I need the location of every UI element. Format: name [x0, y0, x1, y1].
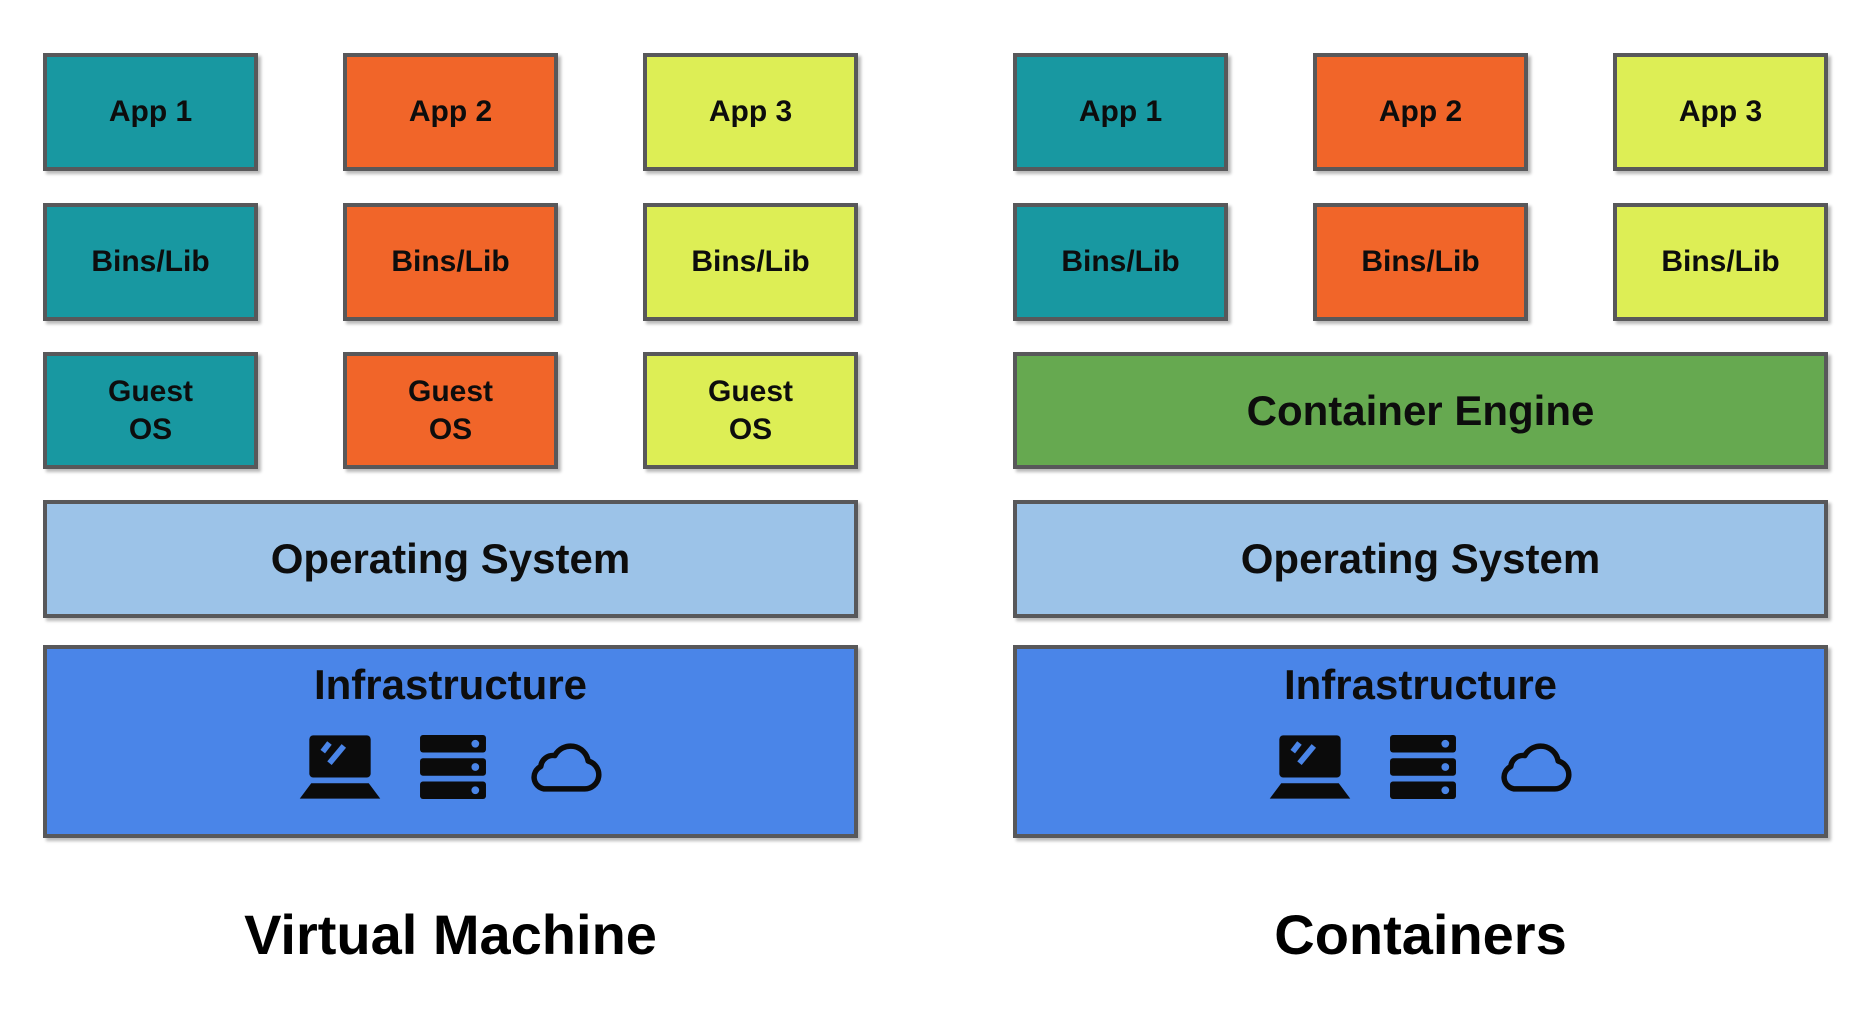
vm-binslib3-box: Bins/Lib [643, 203, 858, 321]
ct-binslib3-box: Bins/Lib [1613, 203, 1828, 321]
vm-app1-label: App 1 [108, 95, 193, 128]
laptop-icon [1269, 735, 1350, 799]
vm-infrastructure-icons [294, 735, 608, 799]
vm-binslib2-box: Bins/Lib [343, 203, 558, 321]
ct-binslib2-box: Bins/Lib [1313, 203, 1528, 321]
containers-stack: App 1 App 2 App 3 Bins/Lib Bins/Lib Bins… [1013, 0, 1828, 1009]
vm-guestos2-box: Guest OS [343, 352, 558, 469]
laptop-icon [299, 735, 380, 799]
vm-binslib1-box: Bins/Lib [43, 203, 258, 321]
virtual-machine-title: Virtual Machine [244, 903, 657, 966]
containers-title: Containers [1274, 903, 1567, 966]
cloud-icon [1500, 743, 1571, 792]
vm-infrastructure-label: Infrastructure [313, 661, 588, 708]
vm-guestos3-box: Guest OS [643, 352, 858, 469]
vm-operating-system-label: Operating System [270, 535, 631, 582]
vm-app1-box: App 1 [43, 53, 258, 171]
vm-binslib3-label: Bins/Lib [691, 245, 810, 278]
vm-operating-system-box: Operating System [43, 500, 858, 618]
cloud-icon [530, 743, 601, 792]
ct-app2-label: App 2 [1378, 95, 1463, 128]
vm-binslib2-label: Bins/Lib [391, 245, 510, 278]
ct-app2-box: App 2 [1313, 53, 1528, 171]
ct-infrastructure-icons [1264, 735, 1578, 799]
vm-guestos3-label: Guest OS [707, 375, 794, 446]
vm-binslib1-label: Bins/Lib [91, 245, 210, 278]
ct-app3-box: App 3 [1613, 53, 1828, 171]
vm-app2-label: App 2 [408, 95, 493, 128]
ct-binslib1-label: Bins/Lib [1061, 245, 1180, 278]
ct-infrastructure-box: Infrastructure [1013, 645, 1828, 838]
vm-app2-box: App 2 [343, 53, 558, 171]
ct-app3-label: App 3 [1678, 95, 1763, 128]
virtual-machine-stack: App 1 App 2 App 3 Bins/Lib Bins/Lib Bins… [43, 0, 858, 1009]
server-rack-icon [419, 735, 486, 799]
ct-binslib2-label: Bins/Lib [1361, 245, 1480, 278]
ct-binslib1-box: Bins/Lib [1013, 203, 1228, 321]
vm-guestos2-label: Guest OS [407, 375, 494, 446]
ct-app1-label: App 1 [1078, 95, 1163, 128]
ct-app1-box: App 1 [1013, 53, 1228, 171]
ct-operating-system-label: Operating System [1240, 535, 1601, 582]
vm-infrastructure-box: Infrastructure [43, 645, 858, 838]
ct-binslib3-label: Bins/Lib [1661, 245, 1780, 278]
vm-guestos1-label: Guest OS [107, 375, 194, 446]
vm-app3-label: App 3 [708, 95, 793, 128]
container-engine-box: Container Engine [1013, 352, 1828, 469]
ct-infrastructure-label: Infrastructure [1283, 661, 1558, 708]
ct-operating-system-box: Operating System [1013, 500, 1828, 618]
server-rack-icon [1389, 735, 1456, 799]
vm-guestos1-box: Guest OS [43, 352, 258, 469]
container-engine-label: Container Engine [1246, 386, 1595, 434]
vm-app3-box: App 3 [643, 53, 858, 171]
